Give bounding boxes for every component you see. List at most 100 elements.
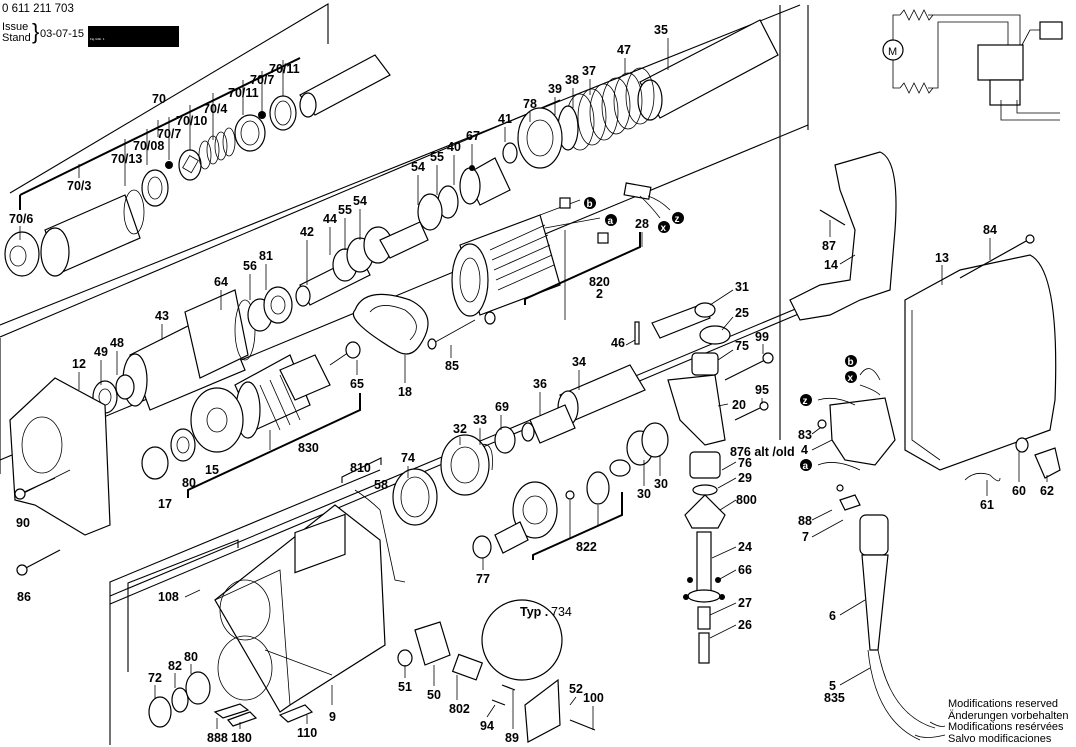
- label-64: 64: [214, 275, 228, 289]
- svg-text:z: z: [675, 214, 680, 225]
- label-78: 78: [523, 97, 537, 111]
- issue-date: 03-07-15: [40, 28, 85, 40]
- label-100: 100: [583, 691, 604, 705]
- label-34: 34: [572, 355, 586, 369]
- label-52: 52: [569, 682, 583, 696]
- label-88: 88: [798, 514, 812, 528]
- part-74-needle-bearing: [392, 468, 438, 526]
- label-70-4: 70/4: [203, 102, 227, 116]
- label-27: 27: [738, 596, 752, 610]
- label-65: 65: [350, 377, 364, 391]
- part-50-holder: [414, 621, 451, 666]
- label-86: 86: [17, 590, 31, 604]
- label-66: 66: [738, 563, 752, 577]
- brace-symbol: }: [32, 19, 40, 44]
- label-84: 84: [983, 223, 997, 237]
- label-44: 44: [323, 212, 337, 226]
- part-81: [263, 286, 293, 324]
- part-20-guide: [667, 374, 726, 446]
- label-62: 62: [1040, 484, 1054, 498]
- part-64-flange: [184, 289, 249, 379]
- label-830: 830: [298, 441, 319, 455]
- part-70-6: [4, 231, 40, 277]
- label-2: 2: [596, 287, 603, 301]
- gear-822: [494, 422, 669, 560]
- screws-left: [14, 477, 61, 576]
- svg-text:b: b: [587, 199, 593, 210]
- frame-top-diagonal: [0, 4, 801, 326]
- group-frames: [0, 3, 809, 745]
- label-81: 81: [259, 249, 273, 263]
- label-49: 49: [94, 345, 108, 359]
- label-888: 888: [207, 731, 228, 745]
- frame-mid-diagonal: [0, 99, 561, 338]
- marker-a-icon: [605, 214, 617, 226]
- marker-b-icon-2: [845, 355, 857, 367]
- label-9: 9: [329, 710, 336, 724]
- leader-lines: [19, 38, 1048, 730]
- label-25: 25: [735, 306, 749, 320]
- marker-z-icon: [672, 212, 684, 224]
- part-87-screw: [819, 209, 846, 226]
- label-42: 42: [300, 225, 314, 239]
- part-48: [115, 374, 135, 400]
- part-78-bearing: [517, 107, 563, 169]
- label-51: 51: [398, 680, 412, 694]
- motor-housing-9: [148, 457, 406, 728]
- svg-text:b: b: [848, 357, 854, 368]
- part-46-pin: [634, 321, 640, 345]
- part-65: [345, 341, 361, 359]
- part-36-piston: [529, 404, 576, 444]
- armature-830: [141, 341, 361, 498]
- part-69-ring: [494, 426, 516, 454]
- part-95-screw: [734, 406, 763, 421]
- label-12: 12: [72, 357, 86, 371]
- label-835: 835: [824, 691, 845, 705]
- label-70-7-b: 70/7: [250, 73, 274, 87]
- label-95: 95: [755, 383, 769, 397]
- part-9-housing: [214, 504, 386, 713]
- brush-holder-group: [397, 599, 596, 743]
- marker-a-icon-2: [800, 459, 812, 471]
- label-46: 46: [611, 336, 625, 350]
- marker-x-icon-2: [845, 371, 857, 383]
- label-810: 810: [350, 461, 371, 475]
- part-61: [964, 472, 1001, 482]
- label-90: 90: [16, 516, 30, 530]
- part-85-screw: [427, 338, 437, 350]
- figure-label-text: Fig./Abb. 1: [90, 37, 105, 41]
- part-29-washer: [692, 484, 718, 496]
- intermediate-shaft: [295, 221, 429, 307]
- modifications-notice: Modifications reserved Änderungen vorbeh…: [948, 698, 1068, 745]
- label-55-b: 55: [338, 203, 352, 217]
- part-52-plate: [524, 678, 561, 743]
- label-50: 50: [427, 688, 441, 702]
- label-180: 180: [231, 731, 252, 745]
- label-87: 87: [822, 239, 836, 253]
- label-820: 820: [589, 275, 610, 289]
- label-876: 876 alt /old: [730, 445, 795, 459]
- stand-label: Stand: [2, 32, 31, 44]
- handle-14: [789, 151, 897, 321]
- part-51: [397, 649, 413, 667]
- label-41: 41: [498, 112, 512, 126]
- label-36: 36: [533, 377, 547, 391]
- label-4: 4: [801, 443, 808, 457]
- switch-and-cable: [817, 368, 946, 741]
- resistor-top: [899, 9, 934, 21]
- label-30: 30: [637, 487, 651, 501]
- label-43: 43: [155, 309, 169, 323]
- label-38: 38: [565, 73, 579, 87]
- label-70-08: 70/08: [133, 139, 164, 153]
- part-27-spring: [697, 606, 711, 630]
- marker-b-icon: [584, 197, 596, 209]
- label-28: 28: [635, 217, 649, 231]
- part-66-ball: [687, 577, 693, 583]
- label-33: 33: [473, 413, 487, 427]
- svg-text:z: z: [803, 396, 808, 407]
- wire-markers: b a x z b x z a: [584, 197, 857, 472]
- label-89: 89: [505, 731, 519, 745]
- part-62-knob: [1034, 447, 1061, 479]
- part-26-tip: [698, 632, 710, 664]
